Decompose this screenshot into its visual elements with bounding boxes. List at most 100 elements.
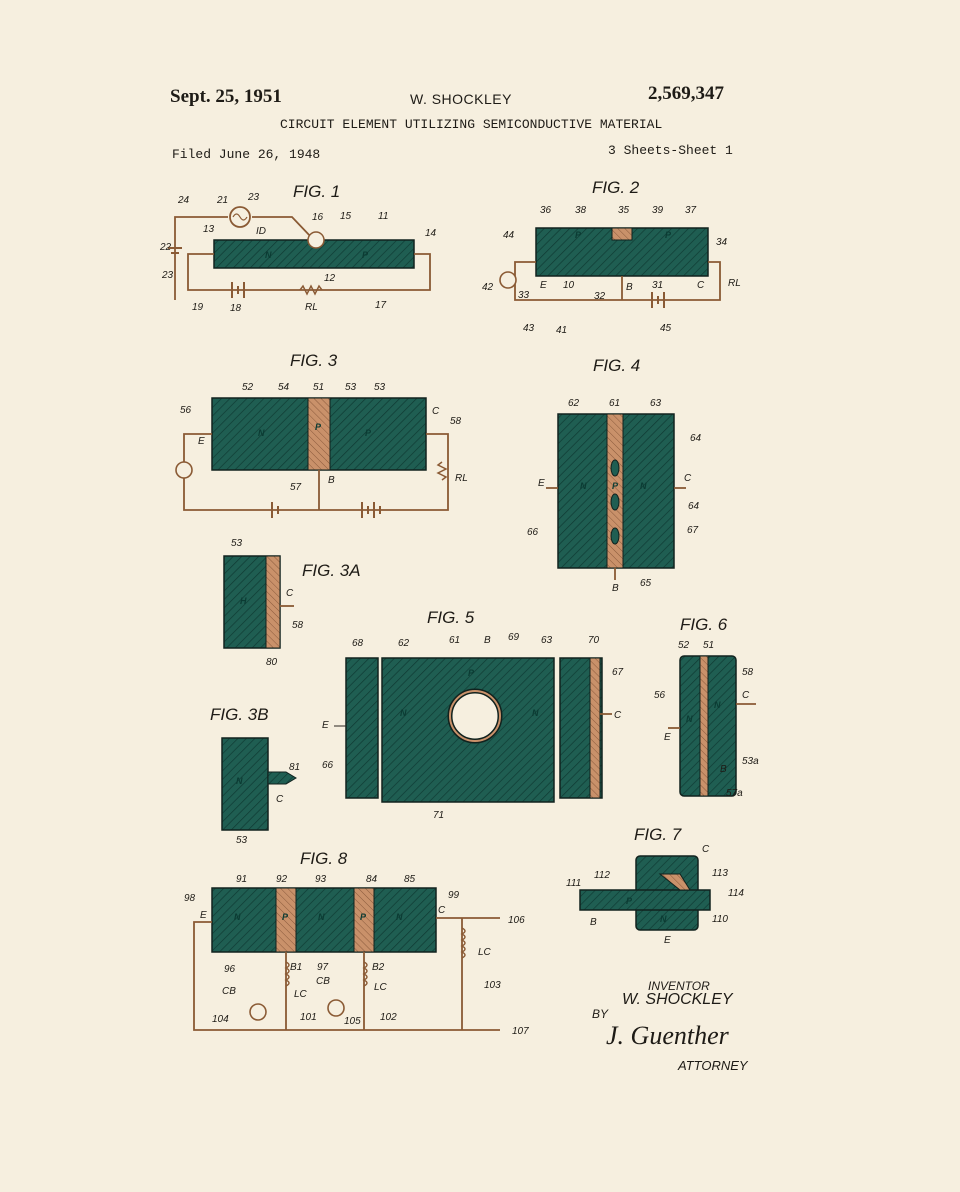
fig2-battery-icon: [651, 292, 665, 308]
svg-text:43: 43: [523, 323, 535, 334]
svg-text:14: 14: [425, 228, 437, 239]
fig8-semiconductor-block: [211, 887, 437, 953]
fig1-input-circuit: [174, 216, 313, 240]
svg-text:51: 51: [313, 382, 324, 393]
fig6-p-layer: [699, 655, 709, 797]
svg-text:113: 113: [712, 868, 728, 879]
svg-text:B: B: [612, 583, 619, 594]
svg-text:N: N: [532, 708, 539, 718]
svg-text:N: N: [714, 700, 721, 710]
svg-text:68: 68: [352, 638, 364, 649]
svg-text:15: 15: [340, 211, 352, 222]
svg-text:N: N: [318, 912, 325, 922]
svg-text:98: 98: [184, 893, 196, 904]
svg-text:80: 80: [266, 657, 278, 668]
svg-text:101: 101: [300, 1012, 317, 1023]
svg-text:B: B: [590, 917, 597, 928]
svg-text:P: P: [665, 230, 672, 240]
svg-text:91: 91: [236, 874, 247, 885]
svg-text:58: 58: [742, 667, 754, 678]
filed-date: Filed June 26, 1948: [172, 147, 321, 162]
patent-number: 2,569,347: [648, 83, 724, 104]
svg-text:C: C: [742, 690, 750, 701]
fig7-crossbar: [579, 889, 711, 911]
figure-8: FIG. 8 N P N P N 91 92 93 84 85 98 E C: [184, 849, 529, 1037]
svg-text:P: P: [282, 912, 289, 922]
svg-text:E: E: [198, 436, 205, 447]
svg-text:N: N: [236, 776, 243, 786]
svg-text:C: C: [438, 905, 446, 916]
svg-text:67: 67: [612, 667, 624, 678]
svg-text:107: 107: [512, 1026, 529, 1037]
svg-text:61: 61: [609, 398, 620, 409]
svg-text:45: 45: [660, 323, 672, 334]
fig8-source-2-icon: [327, 999, 345, 1017]
svg-text:C: C: [684, 473, 692, 484]
fig3a-title: FIG. 3A: [302, 561, 361, 580]
svg-text:RL: RL: [305, 302, 318, 313]
svg-text:57a: 57a: [726, 788, 743, 799]
svg-text:53a: 53a: [742, 756, 759, 767]
svg-text:P: P: [575, 230, 582, 240]
svg-text:16: 16: [312, 212, 324, 223]
svg-text:53: 53: [374, 382, 386, 393]
svg-text:11: 11: [378, 211, 388, 222]
svg-text:21: 21: [216, 195, 228, 206]
figure-5: FIG. 5 N P N 68 62 61 B 69 63 70 67 E C …: [322, 608, 624, 821]
svg-text:P: P: [362, 250, 369, 260]
fig1-title: FIG. 1: [293, 182, 340, 201]
patent-title: CIRCUIT ELEMENT UTILIZING SEMICONDUCTIVE…: [280, 117, 663, 132]
fig1-contact-icon: [307, 231, 325, 249]
fig3b-point-contact: [267, 771, 297, 785]
svg-text:33: 33: [518, 290, 530, 301]
svg-text:44: 44: [503, 230, 515, 241]
svg-text:C: C: [702, 844, 710, 855]
svg-text:C: C: [276, 794, 284, 805]
svg-text:12: 12: [324, 273, 336, 284]
svg-text:66: 66: [322, 760, 334, 771]
by-label: BY: [592, 1007, 609, 1021]
svg-text:58: 58: [292, 620, 304, 631]
svg-text:E: E: [322, 720, 329, 731]
svg-text:13: 13: [203, 224, 215, 235]
fig2-title: FIG. 2: [592, 178, 640, 197]
svg-text:E: E: [664, 732, 671, 743]
svg-text:N: N: [686, 714, 693, 724]
fig3-title: FIG. 3: [290, 351, 338, 370]
fig3-ac-source-icon: [175, 461, 193, 479]
svg-text:RL: RL: [455, 473, 468, 484]
svg-text:N: N: [234, 912, 241, 922]
svg-text:10: 10: [563, 280, 575, 291]
svg-text:105: 105: [344, 1016, 361, 1027]
svg-text:24: 24: [177, 195, 190, 206]
svg-text:103: 103: [484, 980, 501, 991]
svg-text:36: 36: [540, 205, 552, 216]
fig3-p-layer: [307, 397, 331, 471]
svg-text:23: 23: [161, 270, 174, 281]
svg-text:P: P: [612, 481, 619, 491]
svg-text:18: 18: [230, 303, 242, 314]
fig4-p-layer: [606, 413, 624, 569]
fig8-title: FIG. 8: [300, 849, 348, 868]
fig1-battery-icon: [231, 282, 245, 298]
inventor-label: INVENTOR: [648, 979, 710, 993]
fig8-ground-rail: [193, 921, 500, 1031]
svg-text:114: 114: [728, 888, 744, 899]
svg-text:N: N: [400, 708, 407, 718]
figure-3b: FIG. 3B N 81 C 53: [210, 705, 300, 846]
svg-text:51: 51: [703, 640, 714, 651]
svg-text:RL: RL: [728, 278, 741, 289]
svg-text:52: 52: [242, 382, 254, 393]
svg-text:53: 53: [345, 382, 357, 393]
fig2-p-region: [611, 227, 633, 241]
attorney-signature: J. Guenther: [606, 1021, 730, 1050]
fig3-resistor-icon: [436, 461, 448, 481]
svg-text:B1: B1: [290, 962, 302, 973]
figure-1: FIG. 1 N P 24 21 23 13 ID 16 15: [159, 182, 437, 314]
fig7-title: FIG. 7: [634, 825, 682, 844]
svg-text:B: B: [720, 764, 727, 775]
fig3b-block: [221, 737, 269, 831]
svg-text:23: 23: [247, 192, 260, 203]
svg-text:56: 56: [180, 405, 192, 416]
svg-text:E: E: [540, 280, 547, 291]
